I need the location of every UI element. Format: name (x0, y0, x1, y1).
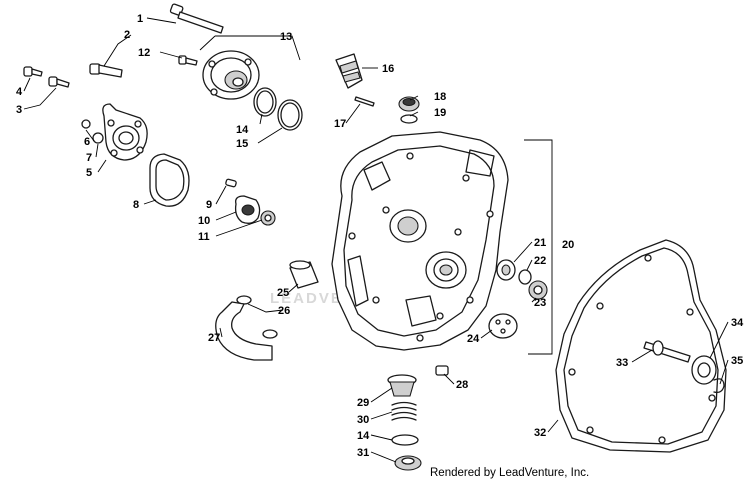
callout-34: 34 (731, 317, 744, 329)
part-19-washer (400, 114, 418, 124)
part-32-gasket (555, 239, 727, 453)
callout-14-lower: 14 (357, 430, 370, 442)
part-27-hose (215, 301, 273, 361)
part-29-strainer (387, 374, 417, 397)
callout-14: 14 (236, 124, 249, 136)
callout-26: 26 (278, 305, 290, 317)
part-16-sleeve (335, 53, 363, 89)
part-9-pin (225, 178, 237, 188)
leader-lines (23, 17, 729, 463)
part-8-gasket (149, 153, 190, 207)
callout-29: 29 (357, 397, 369, 409)
part-12-screw (178, 55, 198, 66)
part-11-seal (260, 210, 276, 226)
callout-23: 23 (534, 297, 546, 309)
part-25-sleeve (289, 260, 319, 289)
crankcase-cover (331, 131, 509, 351)
callout-8: 8 (133, 199, 139, 211)
part-30-spring (391, 401, 417, 421)
callout-22: 22 (534, 255, 546, 267)
part-14-o-ring-lower (391, 434, 419, 446)
callout-2: 2 (124, 29, 130, 41)
callout-5: 5 (86, 167, 92, 179)
part-21-bearing (496, 259, 516, 281)
part-31-drain-plug (394, 455, 422, 471)
part-23-bearing (528, 280, 548, 300)
callout-17: 17 (334, 118, 346, 130)
part-5-pump-cover (102, 103, 148, 161)
part-2-bolt (89, 63, 123, 78)
part-10-impeller (234, 195, 261, 224)
callout-11: 11 (198, 231, 210, 243)
part-14-o-ring (253, 87, 277, 117)
callout-10: 10 (198, 215, 210, 227)
callout-9: 9 (206, 199, 212, 211)
part-1-long-bolt (169, 3, 224, 34)
callout-labels: 1 2 3 4 5 6 7 8 9 10 11 12 13 14 15 16 1… (16, 13, 744, 459)
callout-12: 12 (138, 47, 150, 59)
part-35-clip (713, 378, 725, 394)
part-34-gear (691, 355, 717, 385)
callout-33: 33 (616, 357, 628, 369)
part-13-water-pump (202, 50, 260, 100)
part-20-bracket (524, 139, 553, 355)
part-18-plug (398, 96, 420, 112)
callout-1: 1 (137, 13, 143, 25)
callout-24: 24 (467, 333, 480, 345)
callout-32: 32 (534, 427, 546, 439)
callout-3: 3 (16, 104, 22, 116)
part-3-bolt (48, 76, 70, 88)
part-7-nut (92, 132, 104, 144)
part-4-bolt (23, 66, 43, 77)
callout-6: 6 (84, 136, 90, 148)
callout-15: 15 (236, 138, 248, 150)
callout-27: 27 (208, 332, 220, 344)
part-22-bearing (518, 269, 532, 285)
part-28-pin (435, 365, 449, 376)
callout-21: 21 (534, 237, 546, 249)
callout-16: 16 (382, 63, 394, 75)
part-24-plate (488, 313, 518, 339)
callout-31: 31 (357, 447, 369, 459)
credit-text: Rendered by LeadVenture, Inc. (430, 467, 589, 479)
part-17-pin (354, 96, 375, 107)
callout-7: 7 (86, 152, 92, 164)
callout-30: 30 (357, 414, 369, 426)
callout-4: 4 (16, 86, 23, 98)
part-15-o-ring (277, 99, 303, 131)
callout-13: 13 (280, 31, 292, 43)
callout-25: 25 (277, 287, 289, 299)
callout-18: 18 (434, 91, 446, 103)
callout-19: 19 (434, 107, 446, 119)
part-6-washer (81, 119, 91, 129)
callout-28: 28 (456, 379, 468, 391)
callout-35: 35 (731, 355, 743, 367)
part-33-shaft (643, 340, 691, 363)
callout-20: 20 (562, 239, 574, 251)
